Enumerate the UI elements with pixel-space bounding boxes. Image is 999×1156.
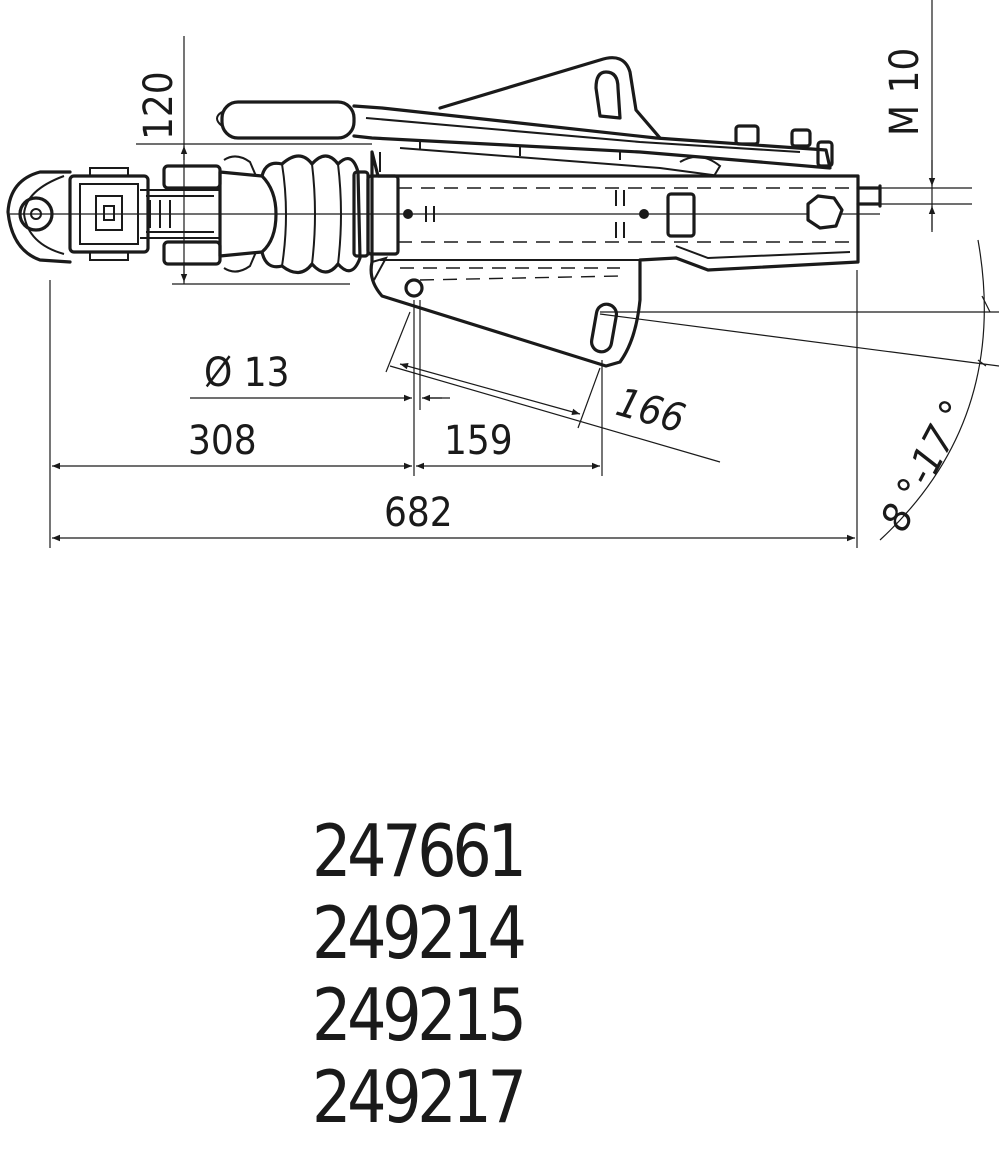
technical-drawing: 120 M 10 Ø 13 308 159 166 682 8 °-17 ° [6, 0, 999, 548]
dim-120: 120 [136, 71, 182, 140]
dim-682: 682 [384, 490, 453, 536]
coupling-head [6, 155, 880, 273]
part-number: 249214 [312, 891, 527, 975]
dim-hole: Ø 13 [204, 350, 290, 396]
handbrake-lever [216, 56, 834, 177]
part-number: 249217 [312, 1055, 527, 1139]
drawbar-housing [369, 150, 882, 368]
rubber-bellows [260, 154, 400, 275]
part-number: 247661 [312, 809, 527, 893]
dim-166: 166 [611, 379, 690, 442]
dim-308: 308 [188, 418, 257, 464]
dimension-lines [49, 0, 999, 548]
part-number: 249215 [312, 973, 527, 1057]
dim-m10: M 10 [882, 48, 928, 136]
dim-angle: 8 °-17 ° [872, 393, 979, 539]
dim-159: 159 [444, 418, 513, 464]
part-number-list: 247661 249214 249215 249217 [312, 810, 656, 1138]
